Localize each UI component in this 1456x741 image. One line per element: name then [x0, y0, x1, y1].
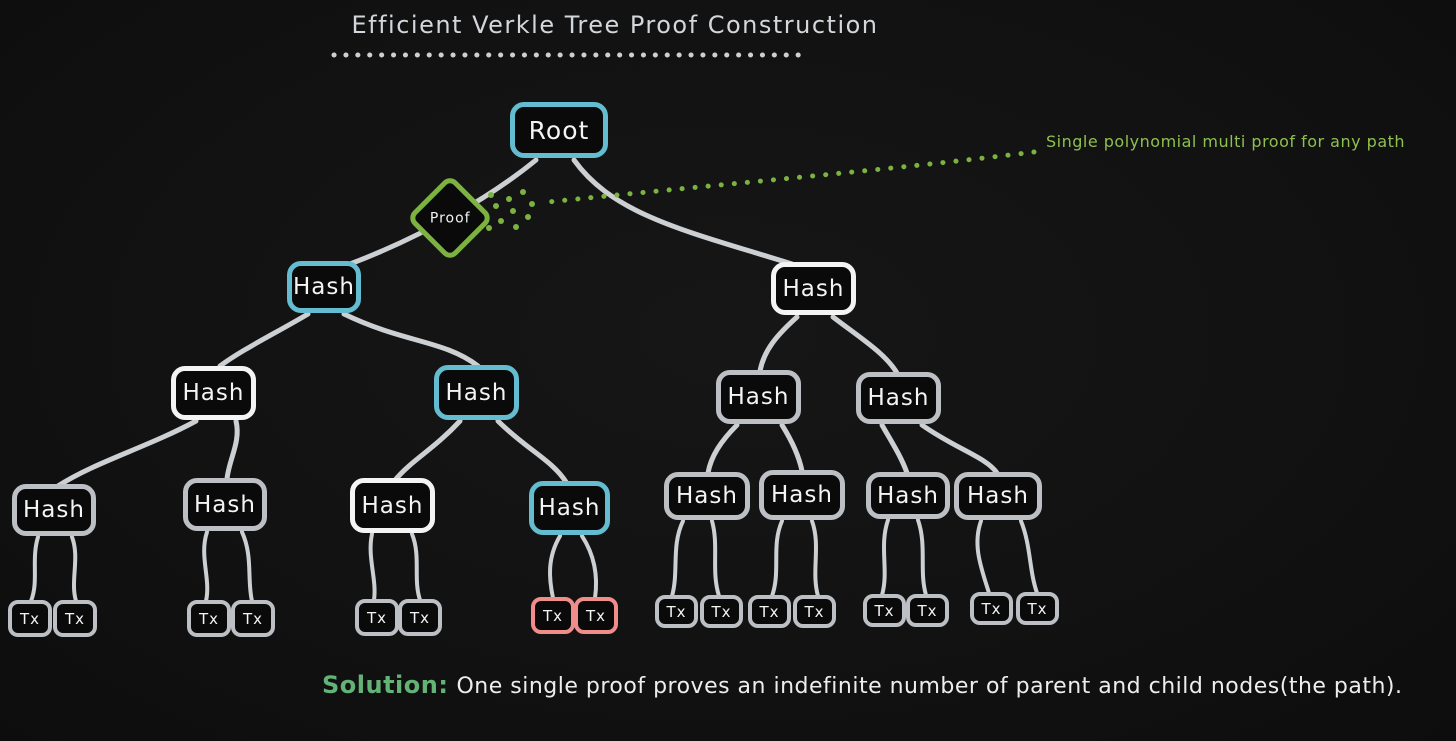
- tx-label: Tx: [759, 602, 780, 621]
- hash-node-l3-2: Hash: [183, 478, 267, 531]
- hash-label: Hash: [771, 482, 833, 508]
- hash-node-l3-1: Hash: [12, 484, 96, 536]
- tx-label: Tx: [1027, 599, 1048, 618]
- tx-node-15: Tx: [970, 592, 1013, 625]
- hash-node-l3-5: Hash: [664, 472, 750, 520]
- tx-node-9: Tx: [655, 595, 698, 628]
- tx-label: Tx: [64, 609, 86, 628]
- hash-node-l3-7: Hash: [866, 472, 950, 519]
- solution-label: Solution:: [322, 671, 449, 699]
- hash-node-l1-right: Hash: [771, 262, 856, 315]
- tx-node-6: Tx: [398, 599, 442, 636]
- tx-label: Tx: [711, 602, 732, 621]
- hash-label: Hash: [877, 482, 939, 509]
- tx-label: Tx: [19, 609, 41, 628]
- tx-node-16: Tx: [1016, 592, 1059, 625]
- tx-node-12: Tx: [793, 595, 836, 628]
- hash-label: Hash: [23, 497, 85, 523]
- hash-node-l1-left: Hash: [287, 261, 361, 313]
- solution-caption: Solution: One single proof proves an inde…: [322, 671, 1422, 699]
- tx-node-14: Tx: [906, 594, 949, 627]
- hash-node-l2-ll: Hash: [171, 366, 256, 420]
- tx-node-5: Tx: [355, 599, 399, 636]
- diagram-title: Efficient Verkle Tree Proof Construction: [351, 11, 879, 39]
- hash-label: Hash: [194, 491, 256, 518]
- tx-node-2: Tx: [53, 600, 97, 637]
- solution-text: One single proof proves an indefinite nu…: [456, 674, 1403, 699]
- tx-label: Tx: [409, 608, 431, 627]
- hash-node-l3-8: Hash: [954, 472, 1042, 520]
- tx-label: Tx: [666, 602, 687, 621]
- hash-label: Hash: [676, 483, 738, 509]
- hash-node-l2-lr: Hash: [434, 365, 519, 420]
- tx-node-10: Tx: [700, 595, 743, 628]
- hash-label: Hash: [727, 384, 790, 410]
- tx-label: Tx: [366, 608, 388, 627]
- tx-label: Tx: [242, 609, 264, 628]
- tx-label: Tx: [804, 602, 825, 621]
- hash-node-l2-rl: Hash: [716, 370, 801, 424]
- tx-node-8-proven: Tx: [574, 597, 618, 634]
- tx-label: Tx: [874, 601, 895, 620]
- tx-label: Tx: [198, 609, 220, 628]
- tx-node-4: Tx: [231, 600, 275, 637]
- tx-node-7-proven: Tx: [531, 597, 575, 634]
- tx-node-13: Tx: [863, 594, 906, 627]
- proof-label: Proof: [429, 210, 471, 226]
- tx-node-1: Tx: [8, 600, 52, 637]
- hash-label: Hash: [782, 275, 845, 302]
- tx-label: Tx: [917, 601, 938, 620]
- tx-node-11: Tx: [748, 595, 791, 628]
- tx-label: Tx: [585, 606, 607, 625]
- hash-label: Hash: [293, 274, 355, 300]
- hash-node-l3-3: Hash: [350, 478, 435, 533]
- hash-label: Hash: [867, 385, 930, 411]
- root-label: Root: [528, 115, 590, 145]
- tx-node-3: Tx: [187, 600, 231, 637]
- annotation-dotted-arrow: [486, 149, 1037, 231]
- hash-label: Hash: [182, 380, 245, 406]
- hash-node-l3-6: Hash: [759, 470, 845, 520]
- tx-label: Tx: [981, 599, 1002, 618]
- hash-label: Hash: [361, 492, 424, 519]
- tx-label: Tx: [542, 606, 564, 625]
- hash-label: Hash: [538, 495, 601, 521]
- hash-label: Hash: [967, 483, 1029, 509]
- hash-node-l2-rr: Hash: [856, 372, 941, 424]
- proof-annotation-text: Single polynomial multi proof for any pa…: [1046, 132, 1406, 151]
- hash-node-l3-4: Hash: [529, 481, 610, 535]
- root-node: Root: [510, 102, 608, 158]
- tree-edges: [29, 157, 1039, 603]
- hash-label: Hash: [445, 379, 508, 406]
